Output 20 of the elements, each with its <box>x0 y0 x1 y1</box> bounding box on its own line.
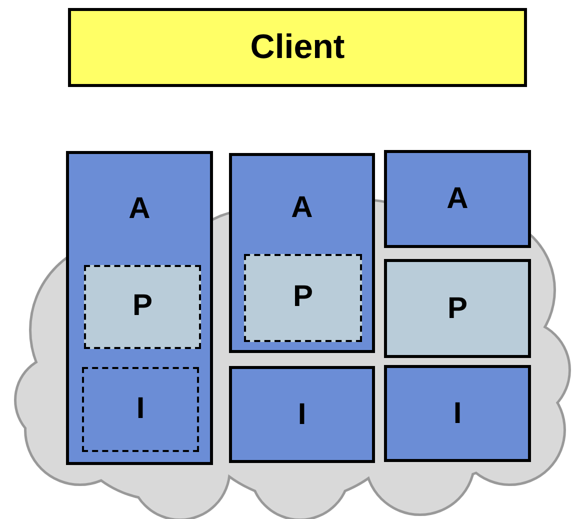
layer-label: P <box>131 288 154 324</box>
layer-box <box>84 265 201 349</box>
layer-label: A <box>446 181 470 217</box>
layer-label: Client <box>249 27 346 68</box>
layer-box <box>384 150 531 248</box>
layer-label: P <box>446 290 468 326</box>
layer-box <box>384 259 531 358</box>
layer-label: P <box>292 279 314 315</box>
layer-box <box>66 151 213 465</box>
client-box <box>68 8 527 87</box>
layer-box <box>229 153 375 353</box>
layer-box <box>244 254 362 342</box>
layer-label: A <box>128 191 152 227</box>
layer-box <box>229 366 375 463</box>
layer-label: A <box>290 190 314 226</box>
layer-label: I <box>296 396 308 432</box>
layer-label: I <box>135 390 146 426</box>
layer-box <box>384 365 531 462</box>
layer-label: I <box>452 396 463 432</box>
layer-box <box>82 367 199 452</box>
